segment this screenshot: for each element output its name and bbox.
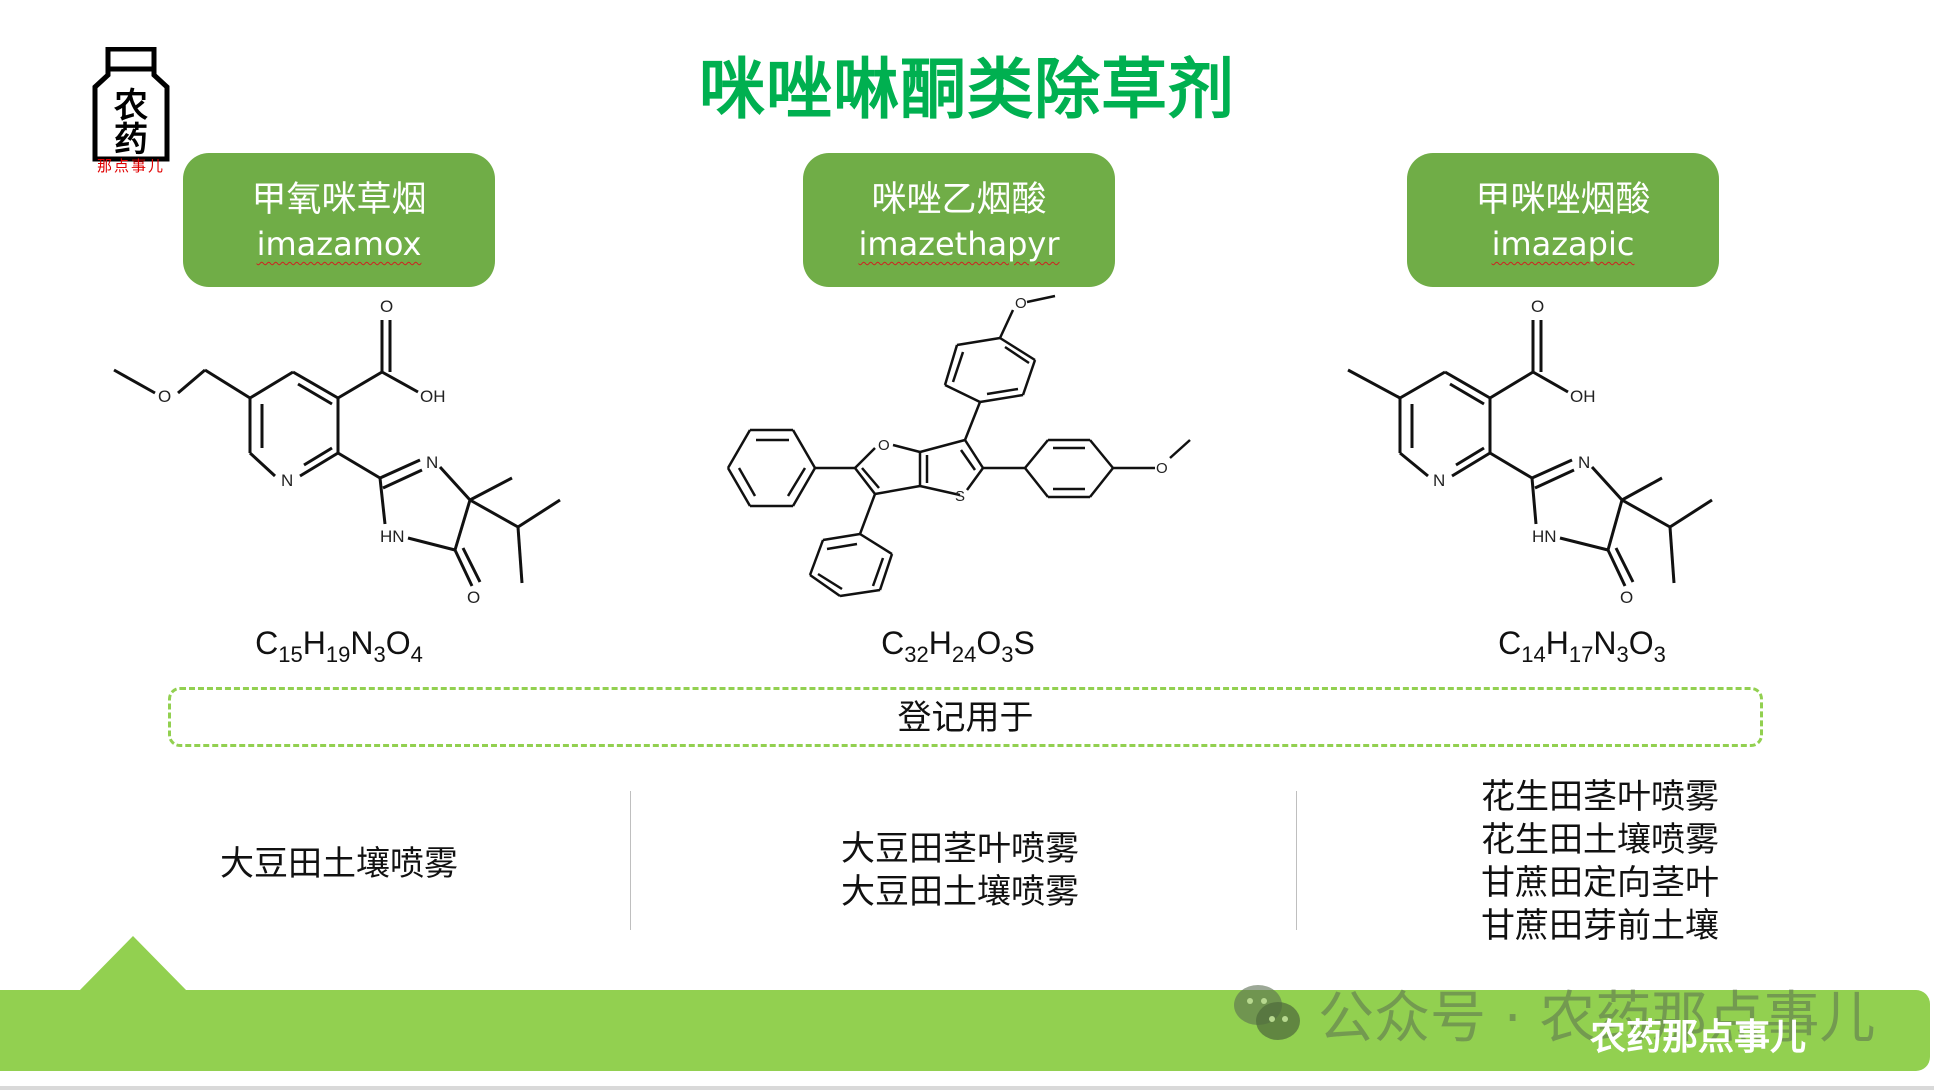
wechat-icon [1234,985,1300,1040]
atom-label: OH [420,387,446,406]
svg-text:药: 药 [114,120,148,160]
atom-label: N [281,471,293,490]
usage-list-imazapic: 花生田茎叶喷雾 花生田土壤喷雾 甘蔗田定向茎叶 甘蔗田芽前土壤 [1400,776,1800,948]
structure-imazapic: O OH N N HN O [1347,297,1713,607]
atom-label: O [1620,588,1633,607]
usage-list-imazamox: 大豆田土壤喷雾 [139,843,539,886]
usage-item: 大豆田土壤喷雾 [841,872,1079,912]
formula-imazapic: C14H17N3O3 [1498,625,1666,667]
footer-bar [0,990,1930,1071]
footer-triangle-decoration [78,936,188,992]
compound-name-en: imazamox [256,225,422,263]
slide-bottom-edge [0,1086,1934,1090]
logo: 农 药 那点事儿 [92,46,170,177]
structure-imazamox: O O OH N N HN O [113,297,561,607]
atom-label: O [1531,297,1544,316]
watermark-text: 公众号 · 农药那点事儿 [1318,985,1876,1051]
column-divider [630,791,631,930]
page-title: 咪唑啉酮类除草剂 [699,51,1235,128]
atom-label: N [426,453,438,472]
atom-label: O [467,588,480,607]
watermark: 公众号 · 农药那点事儿 [1232,978,1875,1051]
usage-item: 花生田茎叶喷雾 [1481,777,1719,817]
compound-name-en: imazethapyr [858,225,1060,263]
svg-text:农: 农 [114,86,148,126]
column-divider [1296,791,1297,930]
registration-header-box [168,687,1763,747]
atom-label: O [158,387,171,406]
compound-name-cn: 甲氧咪草烟 [251,180,427,220]
usage-item: 大豆田茎叶喷雾 [841,829,1079,869]
atom-label: O [380,297,393,316]
formula-imazethapyr: C32H24O3S [881,625,1035,667]
compound-card-imazamox: 甲氧咪草烟 imazamox [183,153,495,287]
structure-imazethapyr: O O O S [726,294,1191,598]
compound-name-en: imazapic [1491,225,1635,263]
atom-label: O [1156,460,1168,477]
usage-item: 大豆田土壤喷雾 [220,844,458,884]
pesticide-bottle-icon: 农 药 [92,46,170,162]
atom-label: HN [380,527,405,546]
compound-name-cn: 咪唑乙烟酸 [871,180,1047,220]
compound-card-imazethapyr: 咪唑乙烟酸 imazethapyr [803,153,1115,287]
compound-name-cn: 甲咪唑烟酸 [1475,180,1651,220]
compound-card-imazapic: 甲咪唑烟酸 imazapic [1407,153,1719,287]
atom-label: N [1578,453,1590,472]
atom-label: O [878,437,890,454]
footer-brand: 农药那点事儿 [1590,1017,1807,1058]
atom-label: OH [1570,387,1596,406]
usage-item: 甘蔗田定向茎叶 [1481,863,1719,903]
usage-item: 花生田土壤喷雾 [1481,820,1719,860]
atom-label: HN [1532,527,1557,546]
registration-header-label: 登记用于 [897,698,1034,738]
atom-label: N [1433,471,1445,490]
usage-item: 甘蔗田芽前土壤 [1481,906,1719,946]
usage-list-imazethapyr: 大豆田茎叶喷雾 大豆田土壤喷雾 [760,828,1160,914]
formula-imazamox: C15H19N3O4 [255,625,423,667]
logo-caption: 那点事儿 [96,157,165,175]
atom-label: S [955,488,965,505]
atom-label: O [1015,295,1027,312]
